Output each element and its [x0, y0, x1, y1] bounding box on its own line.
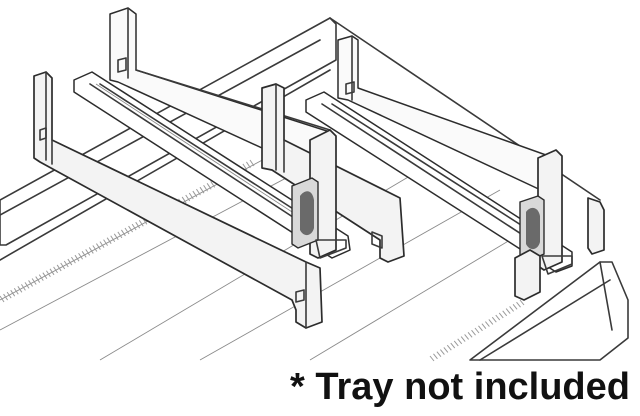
- ridge-tick: [124, 227, 130, 235]
- ridge-tick: [512, 303, 518, 310]
- ridge-tick: [502, 310, 508, 317]
- ridge-tick: [188, 192, 194, 200]
- ridge-tick: [246, 161, 251, 169]
- ridge-tick: [110, 235, 116, 243]
- ridge-tick: [71, 256, 76, 264]
- ridge-tick: [81, 251, 87, 258]
- ridge-tick: [63, 260, 69, 268]
- ridge-tick: [78, 252, 83, 260]
- divider-clips: [117, 57, 383, 249]
- ridge-tick: [242, 163, 248, 171]
- ridge-tick: [113, 233, 119, 241]
- ridge-tick: [481, 323, 487, 330]
- ridge-tick: [21, 284, 26, 291]
- divider-panel-front-right: [514, 197, 605, 301]
- ridge-tick: [495, 314, 501, 321]
- ridge-tick: [474, 327, 480, 334]
- ridge-tick: [35, 276, 41, 283]
- ridge-tick: [450, 342, 456, 349]
- ridge-tick: [60, 262, 66, 270]
- ridge-tick: [516, 301, 521, 308]
- ridge-tick: [199, 186, 205, 194]
- ridge-tick: [488, 319, 494, 325]
- ridge-tick: [31, 278, 37, 285]
- ridge-tick: [74, 254, 80, 262]
- ridge-tick: [505, 308, 511, 314]
- ridge-tick: [464, 334, 470, 340]
- ridge-tick: [13, 287, 19, 295]
- ridge-tick: [196, 188, 201, 196]
- ridge-tick: [17, 286, 23, 293]
- ridge-tick: [128, 225, 133, 233]
- ridge-tick: [38, 274, 44, 281]
- ridge-tick: [519, 299, 525, 306]
- ridge-tick: [88, 247, 94, 254]
- ridge-tick: [3, 293, 8, 301]
- ridge-tick: [439, 349, 445, 355]
- ridge-tick: [509, 306, 515, 312]
- ridge-tick: [103, 239, 108, 246]
- divider-panel-back-right: [337, 35, 561, 193]
- ridge-tick: [49, 268, 55, 276]
- ridge-tick: [471, 329, 476, 336]
- ridge-tick: [46, 270, 51, 278]
- ridge-tick: [92, 245, 98, 252]
- ridge-tick: [85, 249, 91, 256]
- pusher-paddle-left: [291, 129, 347, 259]
- ridge-tick: [467, 331, 473, 338]
- ridge-tick: [106, 237, 112, 244]
- ridge-tick: [96, 243, 101, 250]
- ridge-tick: [24, 282, 30, 289]
- divider-panel-front-left: [33, 71, 323, 329]
- ridge-tick: [135, 221, 141, 229]
- tray-not-included-note: * Tray not included: [290, 366, 630, 408]
- ridge-tick: [429, 355, 435, 362]
- ridge-tick: [457, 338, 463, 345]
- ridge-tick: [433, 353, 438, 360]
- ridge-tick: [210, 181, 216, 188]
- pusher-rail-right: [305, 91, 573, 273]
- ridge-tick: [203, 184, 208, 192]
- ridge-tick: [53, 266, 58, 274]
- ridge-tick: [491, 316, 497, 323]
- ridge-tick: [56, 264, 62, 272]
- ridge-tick: [42, 272, 48, 279]
- ridge-tick: [460, 336, 466, 342]
- ridge-tick: [121, 229, 126, 237]
- ridge-tick: [443, 347, 449, 353]
- ridge-tick: [446, 344, 452, 351]
- ridge-tick: [10, 289, 16, 297]
- ridge-tick: [478, 325, 483, 332]
- ridge-tick: [249, 159, 255, 167]
- ridge-tick: [185, 194, 191, 202]
- ridge-tick: [138, 219, 144, 227]
- ridge-tick: [67, 258, 73, 266]
- ridge-tick: [453, 340, 459, 347]
- ridge-tick: [28, 280, 33, 287]
- pusher-paddle-right: [519, 149, 573, 275]
- ridge-tick: [131, 223, 137, 231]
- ridge-tick: [206, 183, 212, 190]
- ridge-tick: [6, 291, 12, 299]
- ridge-tick: [436, 351, 442, 358]
- ridge-tick: [0, 295, 5, 303]
- ridge-tick: [99, 241, 105, 248]
- tray-ridge-right: [429, 299, 525, 362]
- ridge-tick: [484, 321, 490, 327]
- ridge-tick: [181, 196, 187, 204]
- ridge-tick: [192, 190, 198, 198]
- ridge-tick: [117, 231, 123, 239]
- ridge-tick: [498, 312, 504, 319]
